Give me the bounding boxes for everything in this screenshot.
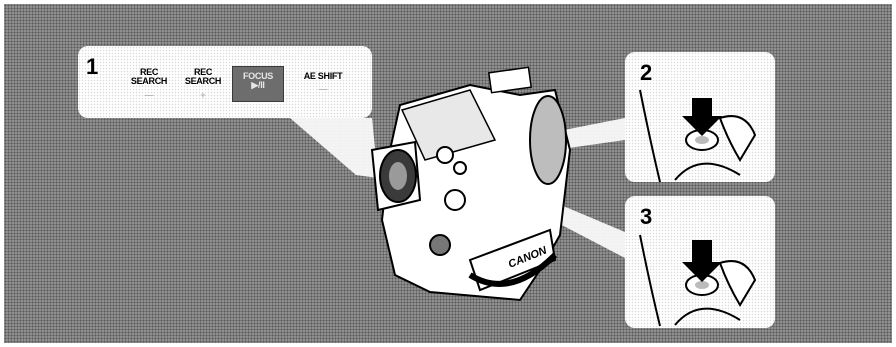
step-3-arrow-icon <box>682 240 722 282</box>
